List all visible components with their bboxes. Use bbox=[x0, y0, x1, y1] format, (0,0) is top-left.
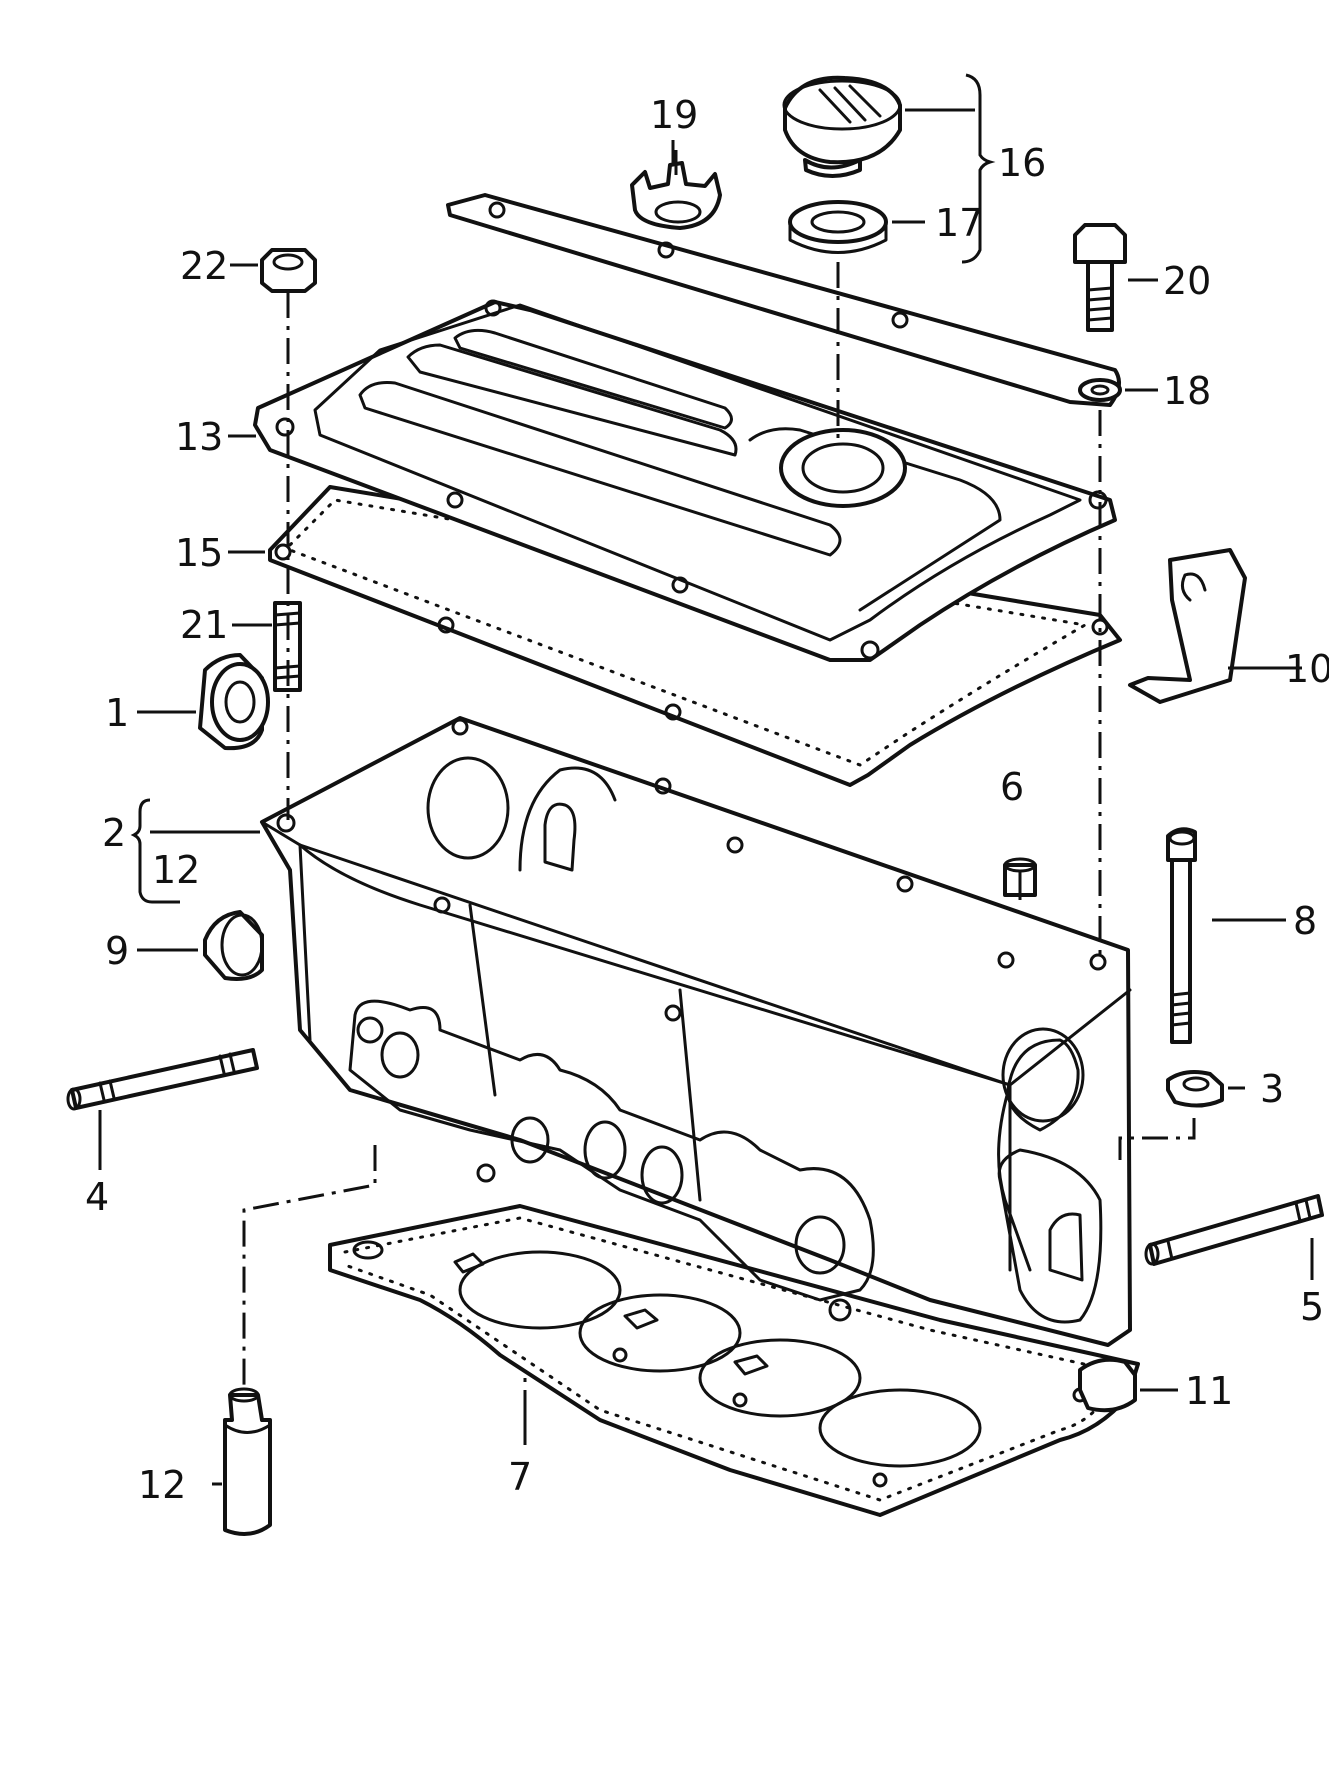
bolt-20 bbox=[1073, 223, 1127, 332]
callout-20: 20 bbox=[1163, 259, 1211, 303]
callout-12a: 12 bbox=[152, 848, 200, 892]
valve-guide-12 bbox=[223, 1387, 272, 1536]
callout-1: 1 bbox=[105, 691, 129, 735]
leader-lines bbox=[98, 73, 1314, 1486]
callout-3: 3 bbox=[1260, 1067, 1284, 1111]
bushing-11 bbox=[1078, 1357, 1137, 1413]
callout-18: 18 bbox=[1163, 369, 1211, 413]
callout-22: 22 bbox=[180, 244, 228, 288]
callout-7: 7 bbox=[508, 1455, 532, 1499]
stud-4 bbox=[66, 1048, 259, 1111]
callout-9: 9 bbox=[105, 929, 129, 973]
stud-5 bbox=[1144, 1194, 1324, 1266]
nut-22 bbox=[260, 248, 317, 293]
callout-19: 19 bbox=[650, 93, 698, 137]
callout-8: 8 bbox=[1293, 899, 1317, 943]
oil-filler-cap bbox=[782, 75, 902, 178]
bracket-19 bbox=[630, 161, 722, 230]
callout-6: 6 bbox=[1000, 765, 1024, 809]
valve-cover-gasket bbox=[268, 485, 1122, 787]
callout-5: 5 bbox=[1300, 1285, 1324, 1329]
callout-17: 17 bbox=[935, 201, 983, 245]
callout-numbers: 1 2 12 9 4 12 7 11 5 3 8 6 10 13 15 21 2… bbox=[85, 93, 1329, 1507]
callout-13: 13 bbox=[175, 415, 223, 459]
part-1-bushing bbox=[198, 653, 270, 751]
callout-15: 15 bbox=[175, 531, 223, 575]
callout-12b: 12 bbox=[138, 1463, 186, 1507]
callout-4: 4 bbox=[85, 1175, 109, 1219]
bolt-8 bbox=[1166, 827, 1197, 1044]
cylinder-head bbox=[260, 716, 1132, 1347]
washer-18 bbox=[1078, 378, 1122, 402]
callout-10: 10 bbox=[1285, 647, 1329, 691]
callout-16: 16 bbox=[998, 141, 1046, 185]
plug-9 bbox=[203, 910, 264, 981]
bracket-10 bbox=[1128, 548, 1247, 704]
callout-21: 21 bbox=[180, 603, 228, 647]
oil-filler-seal bbox=[788, 200, 888, 254]
assembly-axes bbox=[242, 150, 1196, 1390]
washer-3 bbox=[1166, 1070, 1224, 1108]
valve-cover bbox=[253, 299, 1117, 662]
callout-2: 2 bbox=[102, 811, 126, 855]
callout-11: 11 bbox=[1185, 1369, 1233, 1413]
